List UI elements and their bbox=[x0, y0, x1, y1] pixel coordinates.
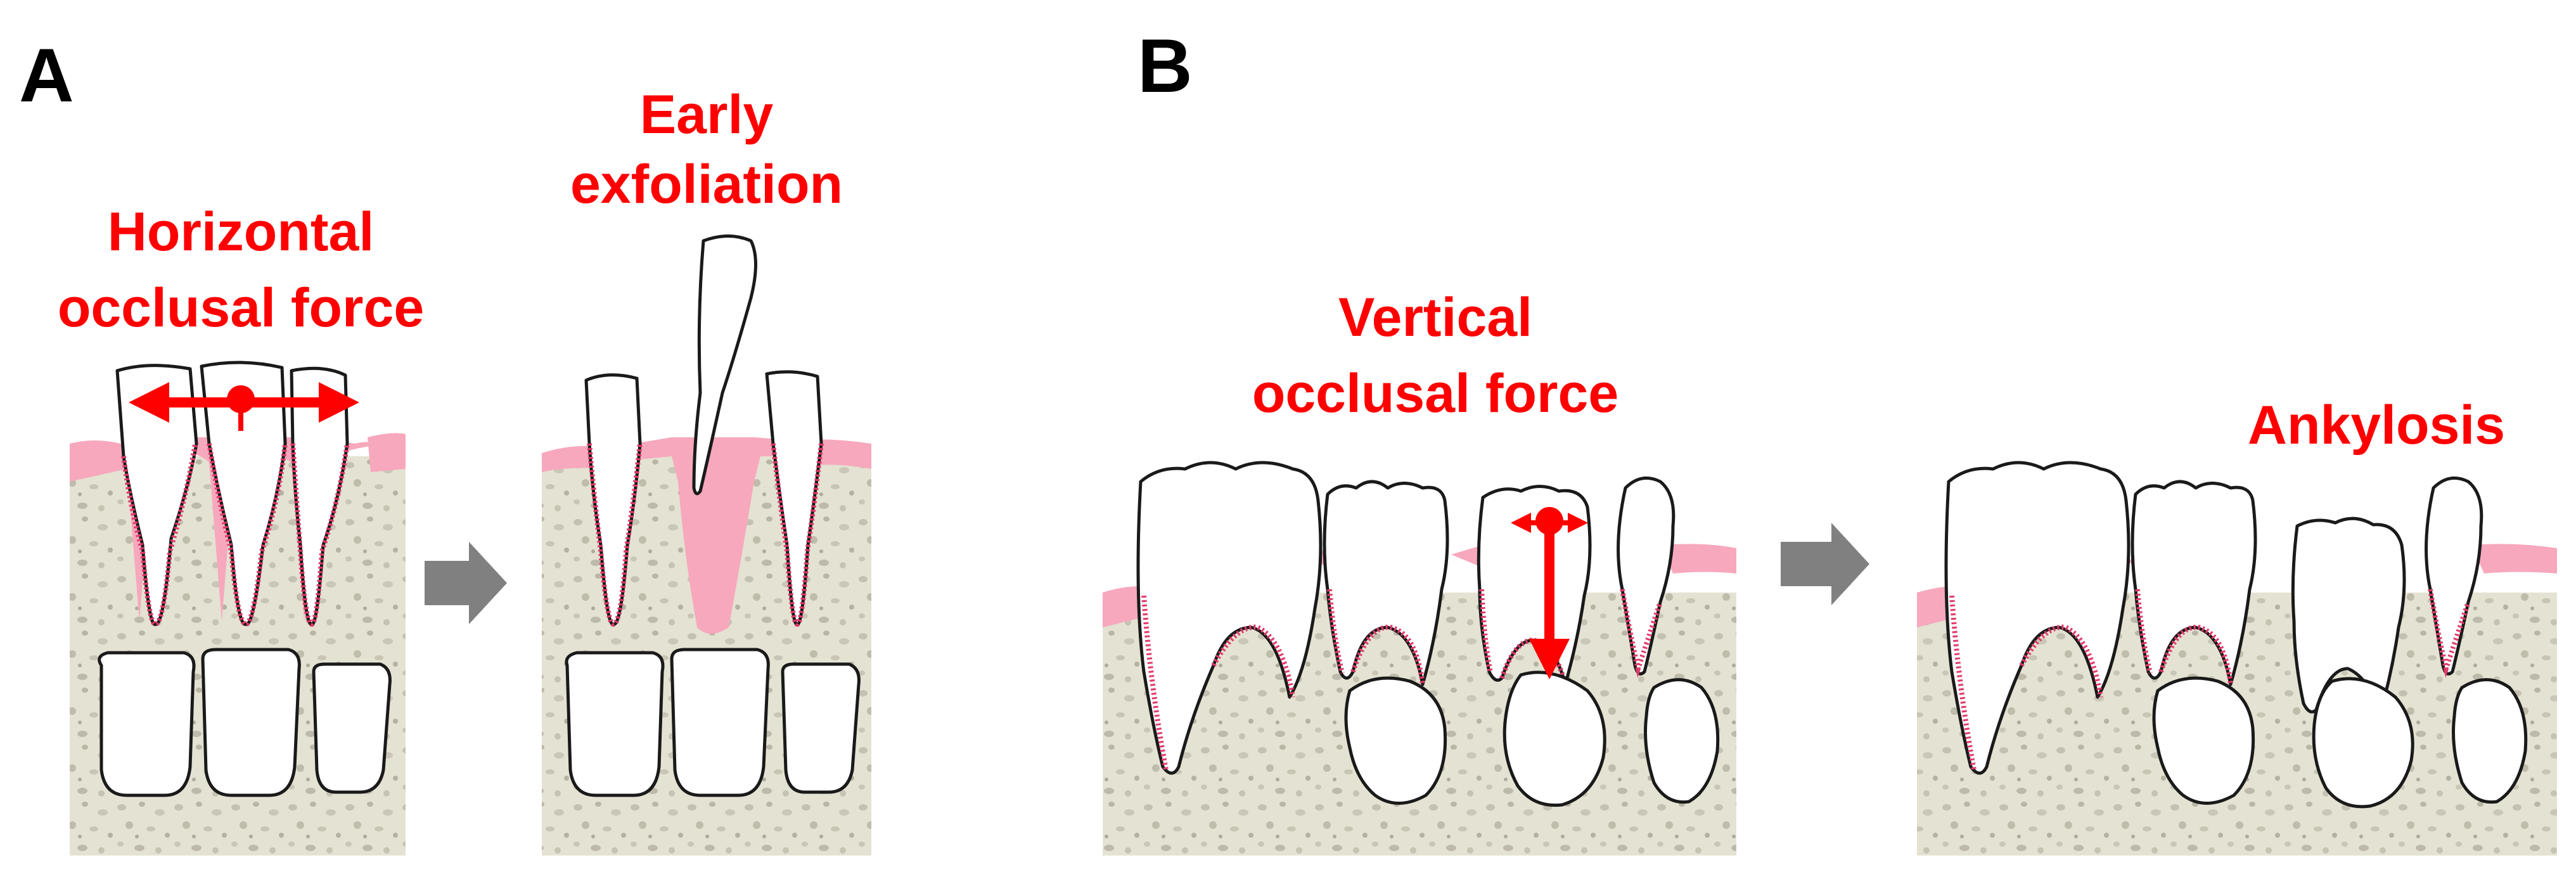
right-arrow-icon bbox=[1781, 523, 1869, 605]
periodontal-ligament bbox=[2428, 589, 2471, 678]
permanent-tooth-bud bbox=[1503, 670, 1606, 807]
panel-b-left-label-line1: Vertical bbox=[1338, 287, 1532, 348]
panel-a-left-jaw bbox=[70, 361, 406, 856]
permanent-tooth-bud bbox=[98, 651, 196, 797]
permanent-tooth-bud bbox=[312, 662, 392, 794]
force-origin-dot bbox=[227, 385, 255, 413]
panel-a-right-jaw bbox=[542, 234, 871, 856]
permanent-tooth-bud bbox=[2312, 677, 2414, 809]
primary-molar bbox=[1944, 461, 2131, 775]
permanent-tooth-bud bbox=[781, 662, 861, 794]
permanent-tooth-bud bbox=[2152, 676, 2255, 805]
gum-right bbox=[2471, 544, 2557, 574]
panel-b-left-jaw bbox=[1103, 461, 1736, 856]
primary-molar bbox=[1136, 461, 1323, 775]
gum-left bbox=[70, 440, 127, 482]
gum-left bbox=[1103, 586, 1141, 627]
permanent-tooth-bud bbox=[1344, 676, 1447, 805]
periodontal-ligament bbox=[2135, 589, 2233, 685]
periodontal-ligament bbox=[1141, 595, 1295, 771]
force-origin-dot bbox=[1535, 507, 1563, 535]
periodontal-ligament bbox=[290, 443, 350, 627]
periodontal-ligament bbox=[1479, 589, 1568, 685]
primary-tooth bbox=[200, 361, 287, 626]
periodontal-ligament bbox=[587, 443, 643, 627]
panel-a-right-label-line1: Early bbox=[640, 84, 774, 145]
panel-b-left-label-line2: occlusal force bbox=[1252, 363, 1618, 424]
primary-tooth bbox=[2425, 476, 2483, 676]
panel-a-letter: A bbox=[19, 33, 74, 118]
right-arrow-icon bbox=[425, 542, 507, 624]
panel-b-right-jaw bbox=[1917, 461, 2557, 856]
gum-right bbox=[1660, 544, 1736, 574]
permanent-tooth-bud bbox=[670, 648, 770, 797]
exfoliating-tooth bbox=[692, 234, 757, 496]
gum-socket bbox=[542, 437, 871, 634]
panel-a-left-label-line1: Horizontal bbox=[108, 202, 374, 262]
permanent-tooth-bud bbox=[201, 648, 301, 797]
primary-tooth bbox=[584, 373, 642, 626]
periodontal-ligament bbox=[1949, 595, 2103, 771]
panel-b-letter: B bbox=[1137, 23, 1193, 108]
periodontal-ligament bbox=[1620, 589, 1663, 678]
permanent-tooth-bud bbox=[565, 651, 665, 797]
panel-a-left-label-line2: occlusal force bbox=[58, 278, 424, 338]
periodontal-ligament bbox=[771, 443, 824, 627]
permanent-tooth-bud bbox=[1644, 678, 1720, 804]
periodontal-ligament bbox=[121, 443, 198, 627]
primary-tooth bbox=[115, 364, 198, 626]
periodontal-ligament bbox=[207, 443, 288, 627]
gum-right bbox=[368, 433, 406, 472]
panel-a-right-label-line2: exfoliation bbox=[570, 154, 843, 215]
primary-tooth bbox=[1617, 476, 1676, 676]
periodontal-ligament bbox=[1327, 589, 1425, 685]
panel-b-right-label: Ankylosis bbox=[2248, 395, 2505, 456]
permanent-tooth-bud bbox=[2452, 678, 2528, 804]
